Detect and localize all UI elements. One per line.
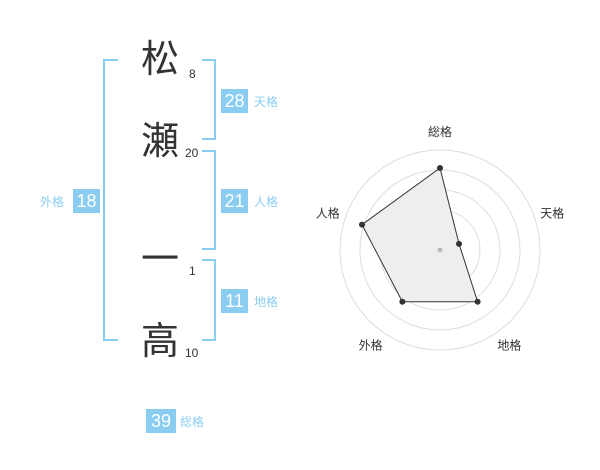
stroke-count-4: 10 (185, 346, 199, 360)
soukaku-value: 39 (146, 409, 176, 433)
name-char-1: 松 (141, 37, 180, 81)
radar-point (474, 298, 481, 305)
tenkaku-value: 28 (221, 89, 248, 113)
gaikaku-bracket (103, 59, 118, 341)
chikaku-bracket (202, 259, 216, 341)
jinkaku-value: 21 (221, 189, 248, 213)
radar-point (399, 298, 406, 305)
tenkaku-bracket (202, 59, 216, 140)
stroke-count-3: 1 (189, 264, 196, 278)
name-char-4: 高 (141, 319, 180, 363)
jinkaku-label: 人格 (254, 195, 279, 209)
radar-center-dot (437, 247, 443, 253)
name-char-2: 瀬 (141, 119, 180, 163)
name-char-3: 一 (141, 237, 180, 281)
stroke-count-1: 8 (189, 67, 196, 81)
chikaku-value: 11 (221, 289, 248, 313)
chikaku-label: 地格 (254, 295, 279, 309)
gaikaku-value: 18 (73, 189, 100, 213)
radar-axis-label: 外格 (359, 337, 383, 352)
radar-point (437, 165, 443, 171)
radar-ring (339, 149, 541, 351)
stroke-count-2: 20 (185, 146, 199, 160)
tenkaku-label: 天格 (254, 95, 279, 109)
radar-point (456, 240, 463, 247)
radar-axis-label: 人格 (316, 206, 340, 221)
soukaku-label: 総格 (180, 415, 205, 429)
radar-area (361, 167, 479, 303)
jinkaku-bracket (202, 150, 216, 250)
radar-axis-label: 総格 (428, 124, 452, 139)
radar-point (359, 221, 366, 228)
radar-axis-label: 地格 (497, 337, 521, 352)
gaikaku-label: 外格 (40, 195, 65, 209)
radar-axis-label: 天格 (540, 206, 564, 221)
